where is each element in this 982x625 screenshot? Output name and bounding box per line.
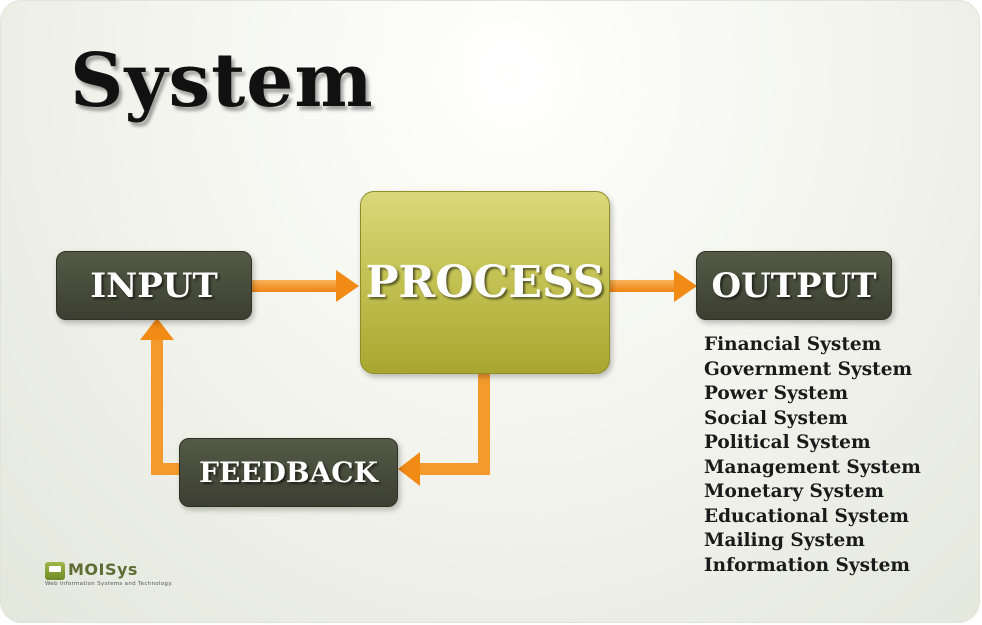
- monitor-icon: [45, 562, 65, 580]
- input-label: INPUT: [90, 265, 218, 306]
- arrow-feedback-to-input: [140, 318, 179, 475]
- list-item: Social System: [704, 407, 848, 429]
- list-item: Financial System: [704, 334, 882, 355]
- feedback-label: FEEDBACK: [199, 456, 378, 489]
- list-item: Mailing System: [704, 530, 865, 551]
- list-item: Power System: [704, 383, 849, 404]
- logo-tagline: Web Information Systems and Technology.: [45, 581, 174, 587]
- input-node: INPUT: [56, 251, 252, 320]
- list-item: Management System: [704, 456, 921, 478]
- feedback-node: FEEDBACK: [179, 438, 398, 507]
- output-examples-list: Financial System Government System Power…: [704, 333, 921, 578]
- list-item: Government System: [704, 358, 913, 380]
- output-node: OUTPUT: [696, 251, 892, 320]
- arrow-input-to-process: [252, 270, 359, 302]
- output-label: OUTPUT: [711, 265, 877, 306]
- process-node: PROCESS: [360, 191, 610, 374]
- logo-name: MOISys: [68, 560, 138, 579]
- process-label: PROCESS: [365, 257, 605, 308]
- list-item: Educational System: [704, 505, 909, 527]
- list-item: Information System: [704, 554, 910, 576]
- page-title: System: [70, 38, 374, 124]
- arrow-process-to-feedback: [398, 374, 490, 486]
- arrow-process-to-output: [610, 270, 697, 302]
- list-item: Political System: [704, 432, 871, 453]
- list-item: Monetary System: [704, 481, 884, 502]
